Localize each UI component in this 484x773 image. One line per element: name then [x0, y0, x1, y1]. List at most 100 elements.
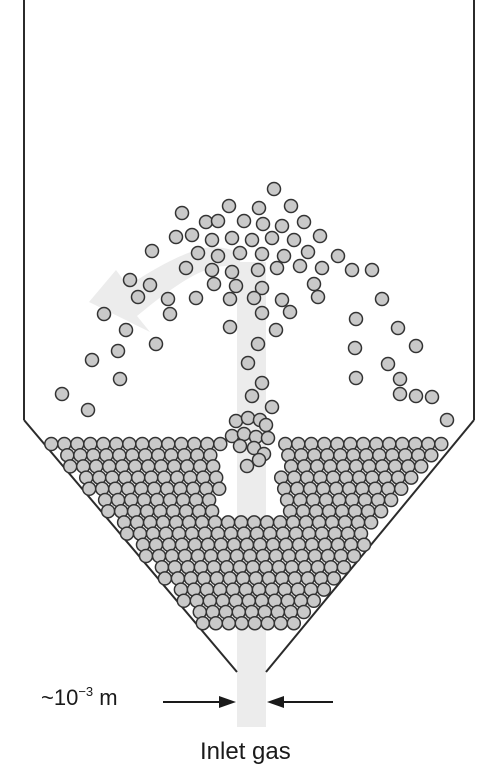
scale-unit: m [99, 685, 117, 710]
particle [385, 494, 398, 507]
particle [276, 294, 289, 307]
particle [224, 321, 237, 334]
particle [308, 278, 321, 291]
particle [124, 274, 137, 287]
particle [271, 262, 284, 275]
particle [302, 246, 315, 259]
particle [307, 594, 320, 607]
particle [287, 617, 300, 630]
particle [256, 307, 269, 320]
particle [206, 234, 219, 247]
particle [223, 200, 236, 213]
particle [284, 306, 297, 319]
particle [242, 357, 255, 370]
particle [226, 232, 239, 245]
particle [317, 583, 330, 596]
particle [200, 216, 213, 229]
particle [314, 230, 327, 243]
particle [294, 260, 307, 273]
particle [164, 308, 177, 321]
particle [312, 291, 325, 304]
particle [297, 606, 310, 619]
particle [64, 460, 77, 473]
particle [226, 266, 239, 279]
particle [82, 404, 95, 417]
particle [358, 538, 371, 551]
particle [246, 390, 259, 403]
particle [98, 308, 111, 321]
particle [392, 322, 405, 335]
particle [120, 324, 133, 337]
particle [190, 292, 203, 305]
particle [278, 250, 291, 263]
particle [288, 234, 301, 247]
particle [102, 505, 115, 518]
particle [56, 388, 69, 401]
particle [114, 373, 127, 386]
particle [158, 572, 171, 585]
particle [180, 262, 193, 275]
particle [332, 250, 345, 263]
particle [132, 291, 145, 304]
particle [415, 460, 428, 473]
particle [222, 617, 235, 630]
particle [253, 202, 266, 215]
particle [234, 247, 247, 260]
arrow-left-icon [267, 696, 284, 708]
particle [441, 414, 454, 427]
particle [261, 617, 274, 630]
particle [266, 401, 279, 414]
particle [144, 279, 157, 292]
particle [241, 460, 254, 473]
particle [176, 207, 189, 220]
particle [394, 373, 407, 386]
particle [260, 419, 273, 432]
particle [140, 550, 153, 563]
particle [242, 412, 255, 425]
scale-prefix: ~10 [41, 685, 78, 710]
particle [208, 278, 221, 291]
particle [382, 358, 395, 371]
particle [276, 220, 289, 233]
particle [395, 482, 408, 495]
particle [270, 324, 283, 337]
particle [274, 617, 287, 630]
particle [285, 200, 298, 213]
particle [262, 432, 275, 445]
particle [224, 293, 237, 306]
particle [316, 262, 329, 275]
particle [206, 264, 219, 277]
particle [234, 440, 247, 453]
particle [83, 482, 96, 495]
particle [366, 264, 379, 277]
particle [410, 390, 423, 403]
particle [298, 216, 311, 229]
particle [348, 550, 361, 563]
particle [256, 377, 269, 390]
inlet-gas-label: Inlet gas [200, 738, 291, 766]
particle [257, 218, 270, 231]
particle [252, 264, 265, 277]
particle [112, 345, 125, 358]
particle [177, 594, 190, 607]
particle [146, 245, 159, 258]
particle [238, 428, 251, 441]
particle [268, 183, 281, 196]
particle [375, 505, 388, 518]
particle [349, 342, 362, 355]
particle [86, 354, 99, 367]
particle [238, 215, 251, 228]
particle [213, 482, 226, 495]
particle [121, 527, 134, 540]
particle [248, 292, 261, 305]
scale-exponent: −3 [78, 684, 93, 699]
particle [212, 215, 225, 228]
particle [435, 438, 448, 451]
particle [196, 617, 209, 630]
particle [266, 232, 279, 245]
particle [170, 231, 183, 244]
particle [230, 415, 243, 428]
particle [45, 438, 58, 451]
central-spout-stream [237, 262, 266, 727]
particle [425, 449, 438, 462]
